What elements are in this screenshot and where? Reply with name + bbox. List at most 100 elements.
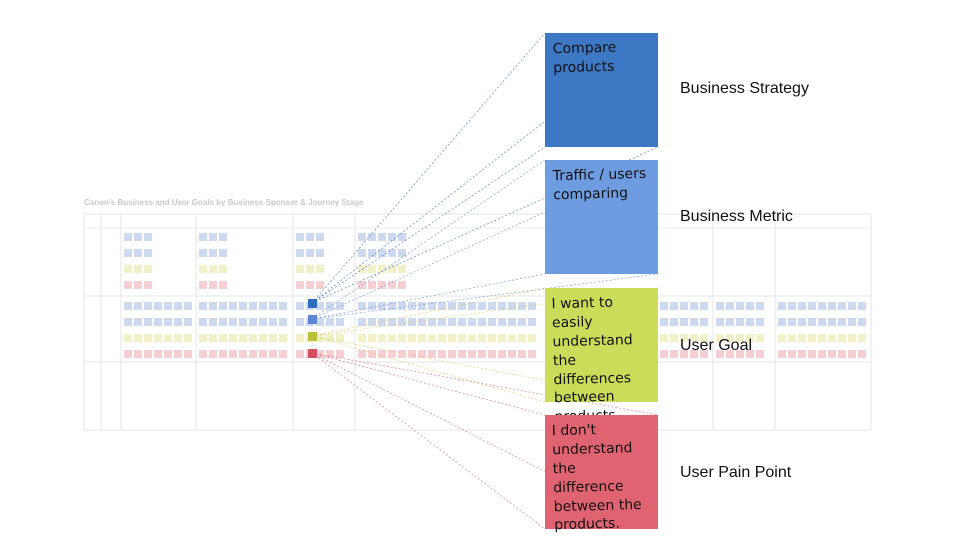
board-cell xyxy=(296,318,304,326)
board-cell xyxy=(259,302,267,310)
board-cell xyxy=(418,350,426,358)
board-cell xyxy=(229,318,237,326)
board-cell xyxy=(808,334,816,342)
board-cell xyxy=(229,334,237,342)
board-cell xyxy=(358,350,366,358)
board-cell xyxy=(378,334,386,342)
board-cell xyxy=(660,350,668,358)
board-cell xyxy=(316,302,324,310)
board-cell xyxy=(279,334,287,342)
board-cell xyxy=(144,350,152,358)
sticky-note-pain: I don't understand the difference betwee… xyxy=(545,415,658,534)
board-cell xyxy=(358,318,366,326)
board-cell xyxy=(184,318,192,326)
board-cell xyxy=(378,350,386,358)
board-cell xyxy=(368,265,376,273)
board-cell xyxy=(828,350,836,358)
board-cell xyxy=(726,350,734,358)
board-cell xyxy=(124,318,132,326)
board-cell xyxy=(458,302,466,310)
board-cell xyxy=(848,318,856,326)
connector-line-strategy xyxy=(311,146,546,304)
board-cell xyxy=(746,318,754,326)
board-cell xyxy=(378,302,386,310)
board-cell xyxy=(478,334,486,342)
board-cell xyxy=(124,350,132,358)
board-cell xyxy=(778,302,786,310)
board-cell xyxy=(726,334,734,342)
board-cell xyxy=(716,350,724,358)
board-cell xyxy=(184,350,192,358)
board-cell xyxy=(498,350,506,358)
board-cell xyxy=(154,302,162,310)
board-cell xyxy=(279,350,287,358)
board-title: Canon's Business and User Goals by Busin… xyxy=(84,198,364,207)
board-cell xyxy=(296,249,304,257)
board-cell xyxy=(858,350,866,358)
board-cell xyxy=(680,350,688,358)
board-cell xyxy=(398,302,406,310)
board-cell xyxy=(468,350,476,358)
board-cell xyxy=(680,334,688,342)
board-cell xyxy=(518,318,526,326)
board-cell xyxy=(219,281,227,289)
sticky-note-strategy: Compare products xyxy=(545,33,658,147)
board-cell xyxy=(468,334,476,342)
board-cell xyxy=(144,302,152,310)
board-cell xyxy=(306,281,314,289)
board-cell xyxy=(458,350,466,358)
board-cell xyxy=(199,334,207,342)
board-cell xyxy=(690,318,698,326)
board-cell xyxy=(726,318,734,326)
board-cell xyxy=(388,302,396,310)
board-cell xyxy=(828,302,836,310)
board-cell xyxy=(336,350,344,358)
board-cell xyxy=(124,265,132,273)
board-cell xyxy=(828,334,836,342)
board-cell xyxy=(144,318,152,326)
board-cell xyxy=(778,334,786,342)
board-cell xyxy=(798,334,806,342)
board-cell xyxy=(134,302,142,310)
board-cell xyxy=(368,249,376,257)
board-cell xyxy=(736,350,744,358)
board-cell xyxy=(358,233,366,241)
board-cell xyxy=(690,350,698,358)
connector-line-metric xyxy=(311,273,546,320)
label-business-metric: Business Metric xyxy=(680,208,793,225)
board-cell xyxy=(818,350,826,358)
board-cell xyxy=(398,318,406,326)
board-cell xyxy=(398,334,406,342)
highlight-cell-goal xyxy=(308,332,317,341)
board-cell xyxy=(296,334,304,342)
board-cell xyxy=(858,302,866,310)
board-cell xyxy=(388,334,396,342)
board-cell xyxy=(326,334,334,342)
board-cell xyxy=(508,334,516,342)
board-cell xyxy=(378,265,386,273)
board-cell xyxy=(296,233,304,241)
board-cell xyxy=(408,334,416,342)
board-cell xyxy=(259,350,267,358)
board-cell xyxy=(498,318,506,326)
board-cell xyxy=(124,281,132,289)
board-cell xyxy=(209,350,217,358)
board-cell xyxy=(249,350,257,358)
connector-line-strategy xyxy=(311,32,546,304)
board-cell xyxy=(174,318,182,326)
board-cell xyxy=(199,281,207,289)
board-cell xyxy=(368,350,376,358)
board-cell xyxy=(368,302,376,310)
board-cell xyxy=(239,302,247,310)
board-cell xyxy=(660,334,668,342)
board-cell xyxy=(458,334,466,342)
board-cell xyxy=(716,318,724,326)
board-cell xyxy=(209,249,217,257)
board-cell xyxy=(144,233,152,241)
board-cell xyxy=(438,334,446,342)
board-cell xyxy=(209,281,217,289)
board-cell xyxy=(680,302,688,310)
label-business-strategy: Business Strategy xyxy=(680,80,809,97)
board-cell xyxy=(306,249,314,257)
board-cell xyxy=(848,302,856,310)
